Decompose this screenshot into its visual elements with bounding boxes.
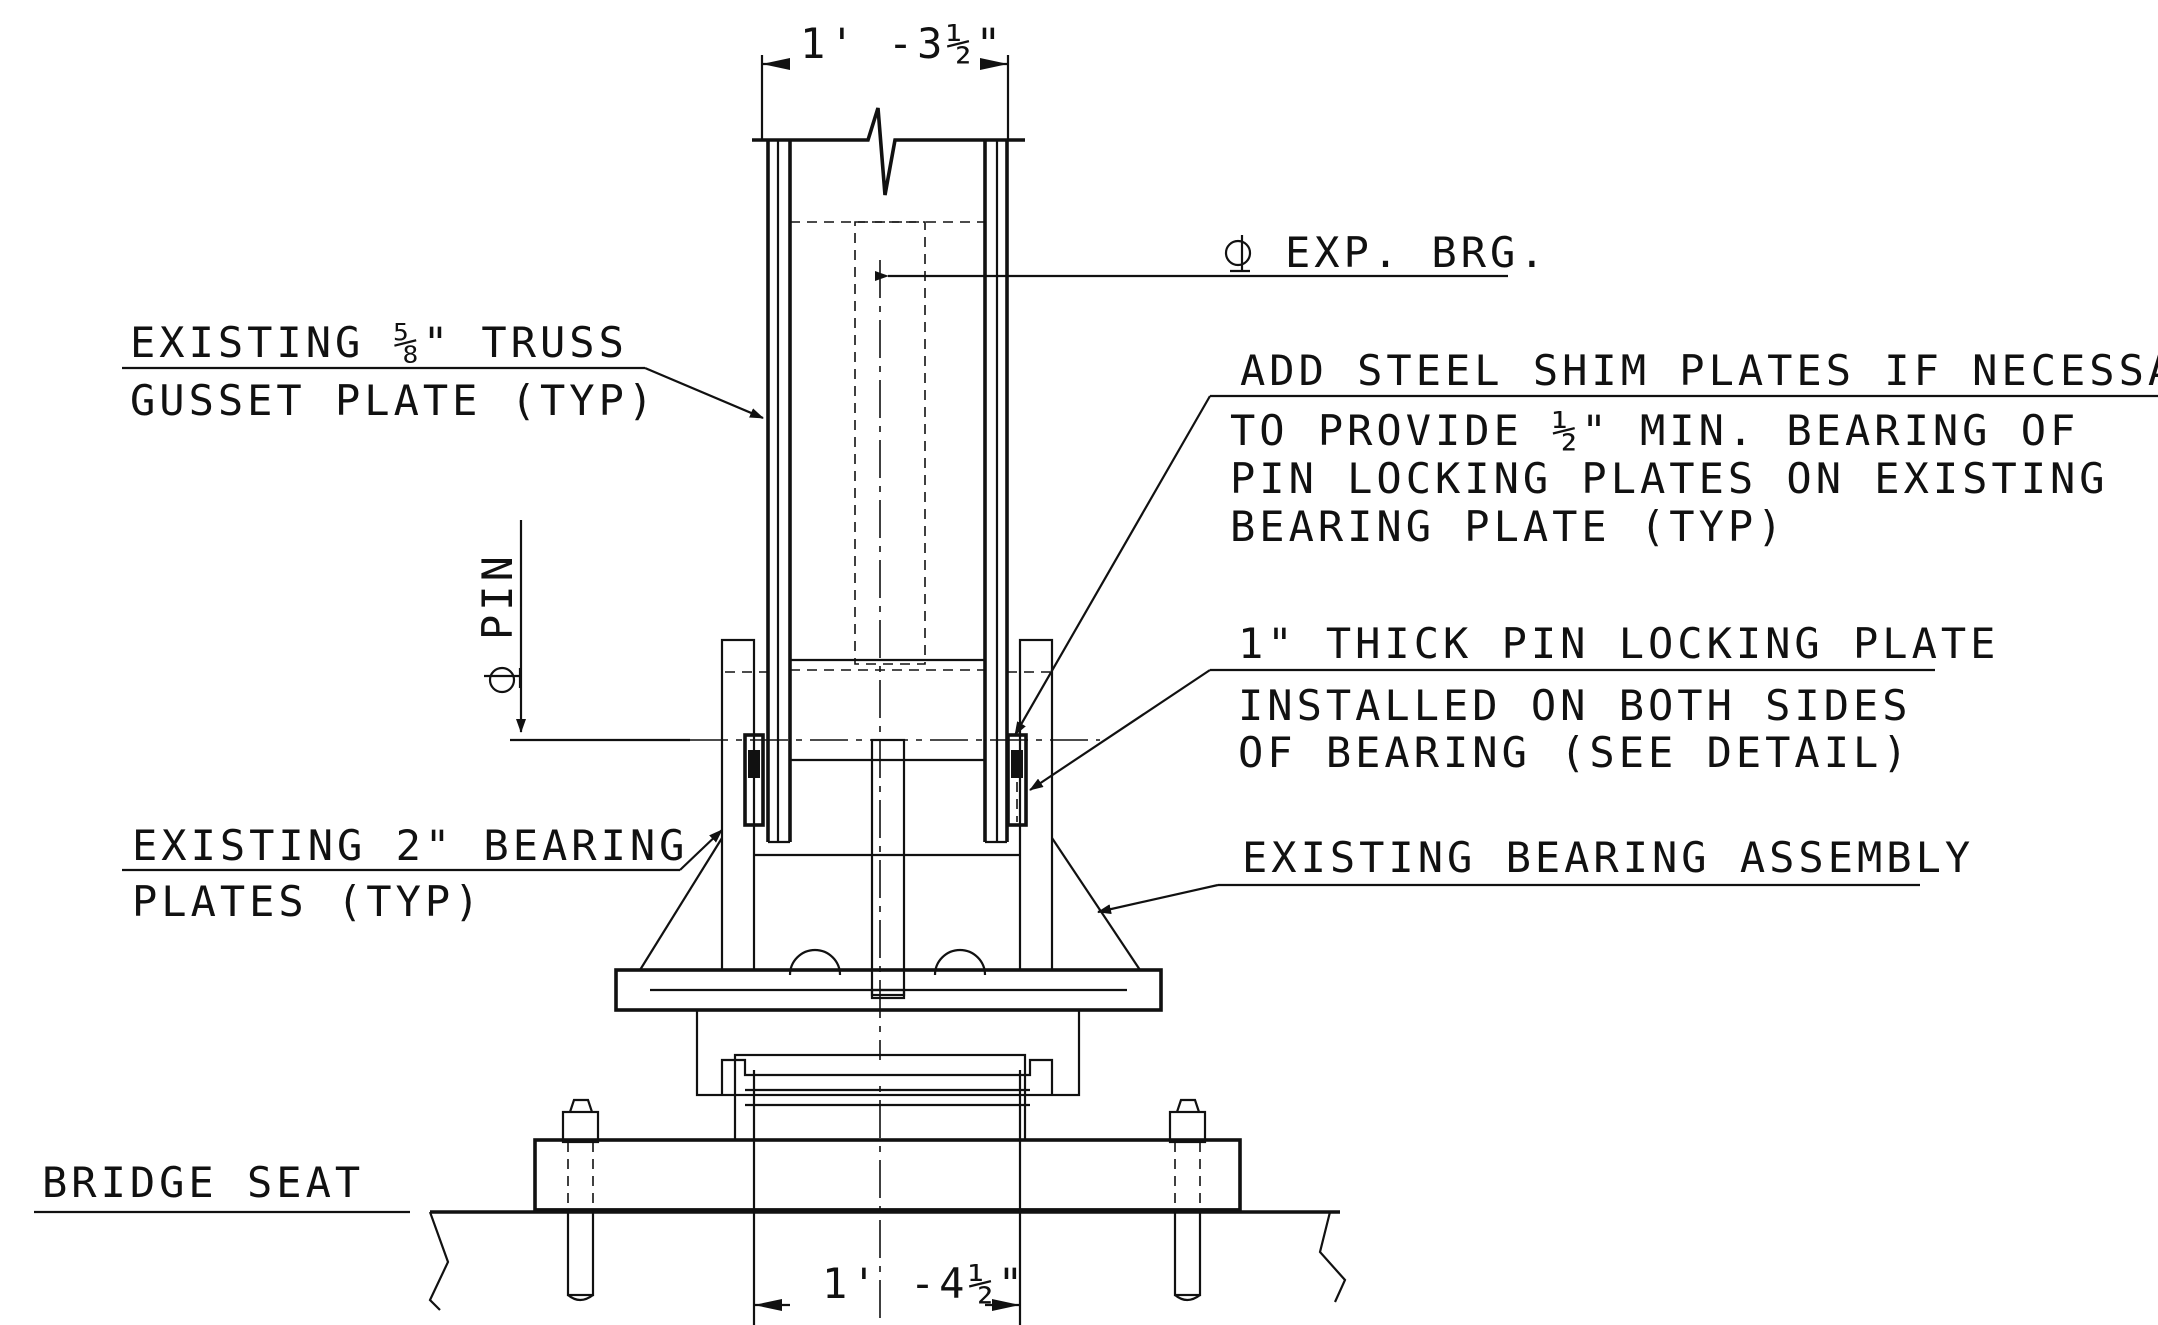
anchor-bolt-right	[1168, 1098, 1207, 1302]
bearing-assembly-label: EXISTING BEARING ASSEMBLY	[1242, 833, 1974, 882]
bridge-seat	[428, 1210, 1347, 1311]
masonry-plate	[533, 1138, 1242, 1212]
centerline-symbol-pin	[484, 666, 522, 694]
shim-plates-callout: ADD STEEL SHIM PLATES IF NECESSARY TO PR…	[1014, 346, 2158, 736]
shim-label-line3: PIN LOCKING PLATES ON EXISTING	[1230, 454, 2109, 503]
bearing-plates-label-line1: EXISTING 2" BEARING	[132, 821, 688, 870]
bearing-assembly	[614, 837, 1163, 1142]
gusset-label-line2: GUSSET PLATE (TYP)	[130, 376, 657, 425]
bridge-seat-label: BRIDGE SEAT	[42, 1158, 364, 1207]
bottom-dimension: 1' -4½"	[752, 1070, 1027, 1325]
truss-member	[725, 107, 1050, 1320]
anchor-bolt-left	[561, 1098, 600, 1302]
locking-label-line2: INSTALLED ON BOTH SIDES	[1238, 681, 1912, 730]
pin-locking-plates	[743, 733, 1028, 827]
centerline-pin-callout: PIN	[473, 520, 690, 742]
locking-label-line3: OF BEARING (SEE DETAIL)	[1238, 728, 1912, 777]
shim-label-line2: TO PROVIDE ½" MIN. BEARING OF	[1230, 406, 2079, 455]
bottom-dimension-text: 1' -4½"	[822, 1259, 1027, 1308]
centerline-symbol	[1224, 235, 1252, 273]
gusset-plate-callout: EXISTING ⅝" TRUSS GUSSET PLATE (TYP)	[122, 318, 764, 425]
locking-plate-callout: 1" THICK PIN LOCKING PLATE INSTALLED ON …	[1029, 619, 1999, 791]
top-dimension: 1' -3½"	[760, 19, 1010, 140]
gusset-label-line1: EXISTING ⅝" TRUSS	[130, 318, 628, 367]
bearing-assembly-callout: EXISTING BEARING ASSEMBLY	[1097, 833, 1974, 915]
shim-label-line1: ADD STEEL SHIM PLATES IF NECESSARY	[1240, 346, 2158, 395]
bearing-plates-callout: EXISTING 2" BEARING PLATES (TYP)	[122, 821, 723, 926]
centerline-exp-brg-label: EXP. BRG.	[1285, 228, 1549, 277]
shim-label-line4: BEARING PLATE (TYP)	[1230, 502, 1786, 551]
centerline-exp-brg-callout: EXP. BRG.	[875, 228, 1549, 281]
bridge-seat-callout: BRIDGE SEAT	[34, 1158, 410, 1214]
locking-label-line1: 1" THICK PIN LOCKING PLATE	[1238, 619, 1999, 668]
top-dimension-text: 1' -3½"	[800, 19, 1005, 68]
bearing-plates-label-line2: PLATES (TYP)	[132, 877, 483, 926]
centerline-pin-label: PIN	[473, 552, 522, 640]
